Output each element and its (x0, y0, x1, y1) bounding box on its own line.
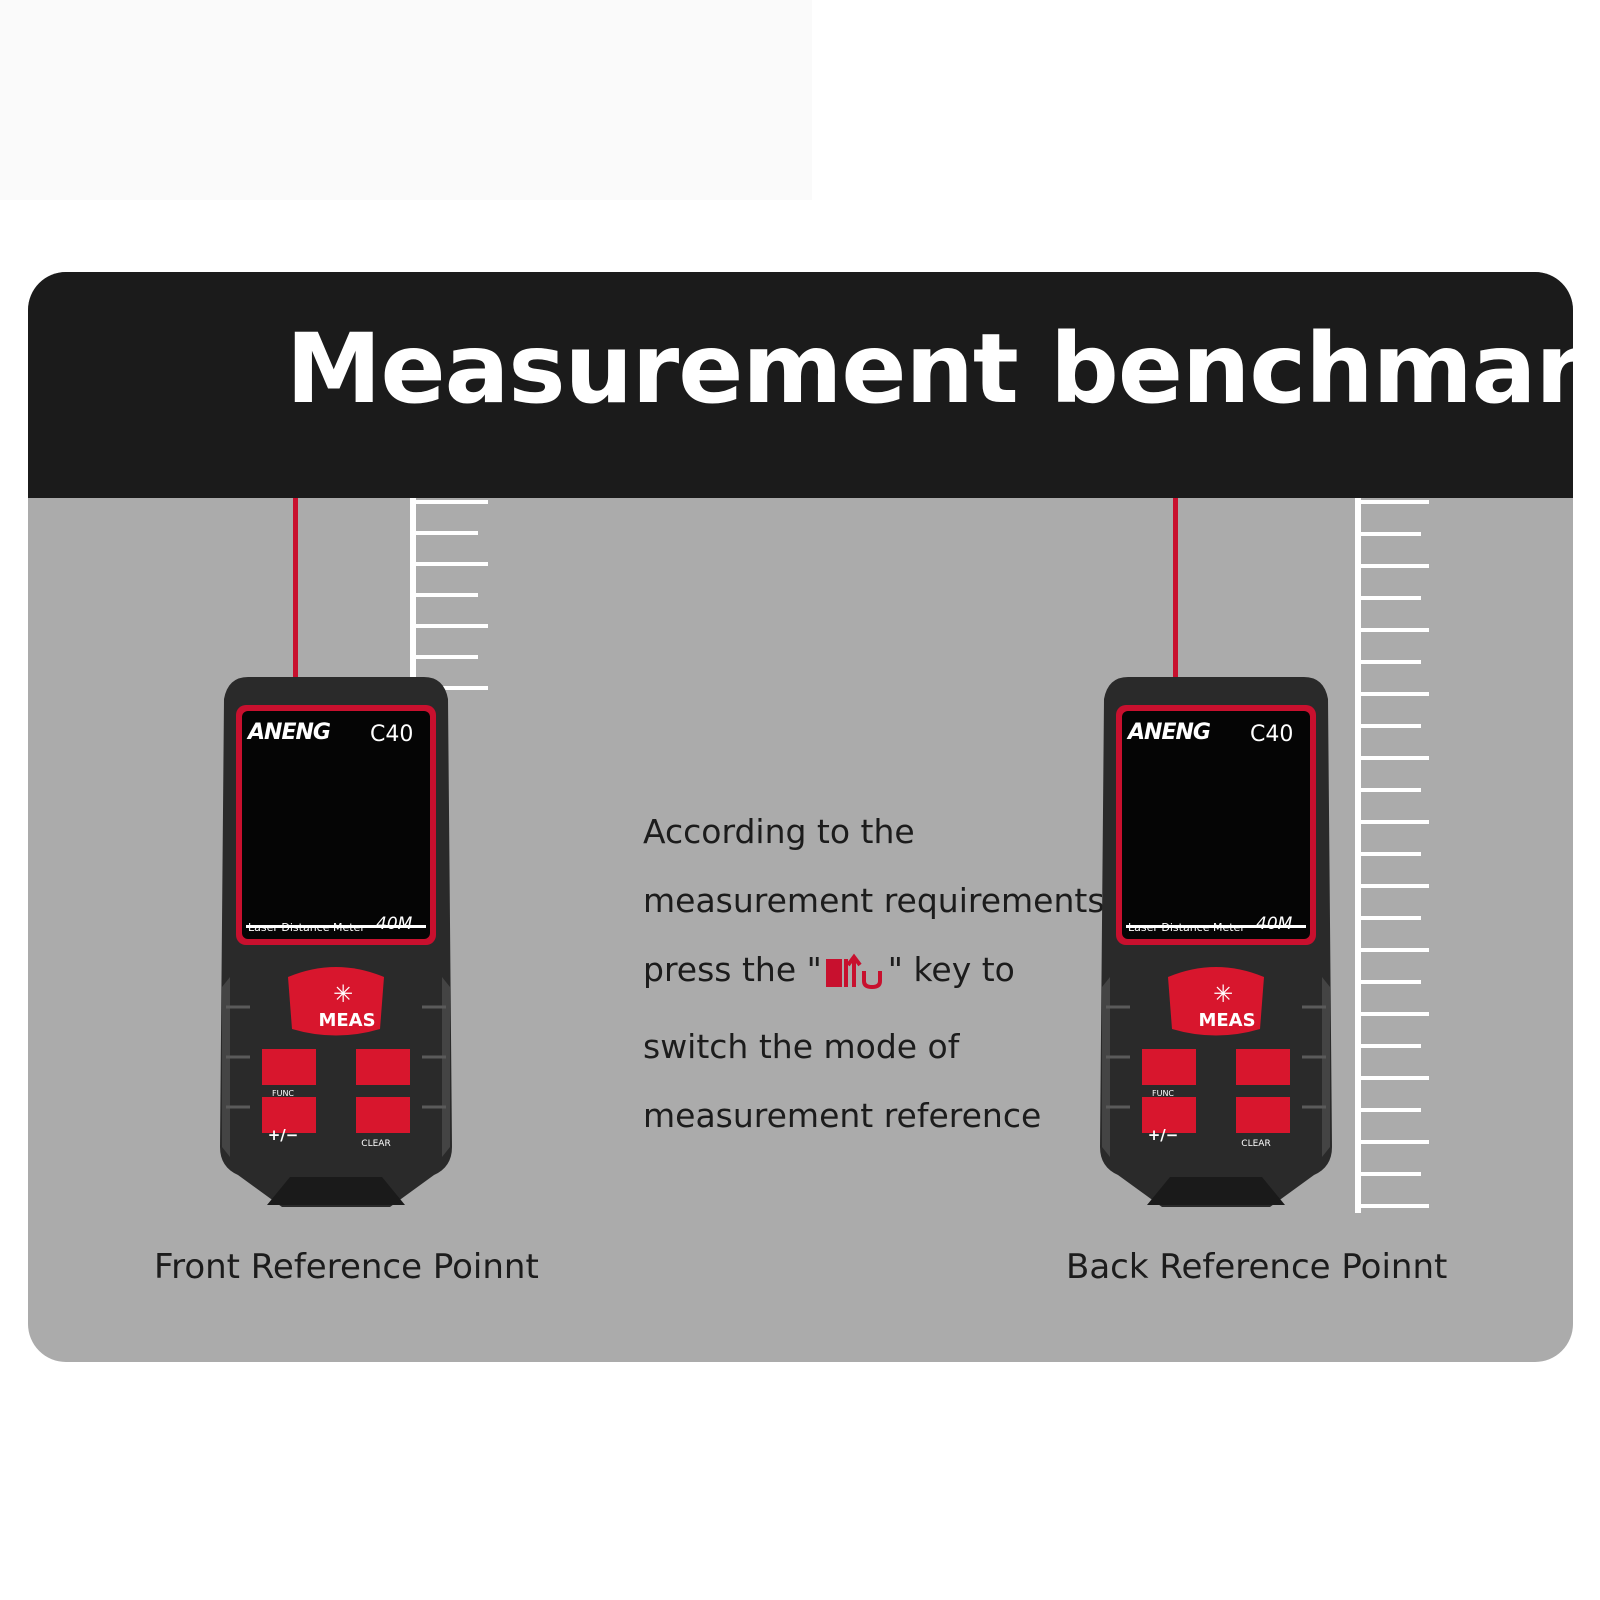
ruler-tick (1355, 1012, 1429, 1016)
instruction-line-5: measurement reference (643, 1096, 1042, 1135)
ruler-tick (1355, 1076, 1429, 1080)
ruler-tick (410, 686, 488, 690)
front-reference-caption: Front Reference Poinnt (154, 1247, 539, 1287)
ruler-tick (1355, 884, 1429, 888)
instruction-line-3: press the " " key to (643, 935, 1163, 1012)
instruction-line-2: measurement requirements, (643, 881, 1116, 920)
device-front (220, 677, 452, 1217)
ruler-tick (1355, 1044, 1421, 1048)
ruler-tick (1355, 532, 1421, 536)
ruler-tick (410, 624, 488, 628)
instruction-line-1: According to the (643, 812, 915, 851)
ruler-tick (1355, 1108, 1421, 1112)
ruler-tick (1355, 756, 1429, 760)
ruler-tick (410, 531, 478, 535)
laser-meter-front-image (220, 677, 452, 1207)
ruler-tick (1355, 1204, 1429, 1208)
benchmark-card: Measurement benchmark Front Refer (28, 272, 1573, 1362)
right-laser-beam (1173, 498, 1178, 684)
ruler-tick (1355, 820, 1429, 824)
reference-switch-icon (824, 943, 886, 1012)
ruler-tick (410, 500, 488, 504)
ruler-tick (410, 562, 488, 566)
ruler-tick (1355, 852, 1421, 856)
ruler-tick (1355, 724, 1421, 728)
right-ruler (1355, 498, 1431, 1213)
ruler-tick (1355, 628, 1429, 632)
ruler-tick (1355, 660, 1421, 664)
left-laser-beam (293, 498, 298, 684)
instructions-text: According to the measurement requirement… (643, 797, 1163, 1150)
ruler-tick (1355, 980, 1421, 984)
left-ruler (410, 498, 490, 690)
ruler-tick (1355, 1140, 1429, 1144)
ruler-tick (1355, 788, 1421, 792)
page-title: Measurement benchmark (286, 313, 1573, 425)
ruler-tick (1355, 596, 1421, 600)
ruler-tick (410, 655, 478, 659)
title-bar: Measurement benchmark (28, 272, 1573, 498)
instruction-line-3-prefix: press the " (643, 950, 822, 989)
background-tint (0, 0, 812, 200)
ruler-tick (1355, 1172, 1421, 1176)
ruler-tick (1355, 916, 1421, 920)
instruction-line-4: switch the mode of (643, 1027, 960, 1066)
device-back (1100, 677, 1332, 1217)
ruler-tick (1355, 948, 1429, 952)
ruler-tick (1355, 564, 1429, 568)
ruler-tick (1355, 500, 1429, 504)
ruler-tick (1355, 692, 1429, 696)
laser-meter-back-image (1100, 677, 1332, 1207)
instruction-line-3-suffix: " key to (887, 950, 1015, 989)
ruler-tick (410, 593, 478, 597)
back-reference-caption: Back Reference Poinnt (1066, 1247, 1448, 1287)
